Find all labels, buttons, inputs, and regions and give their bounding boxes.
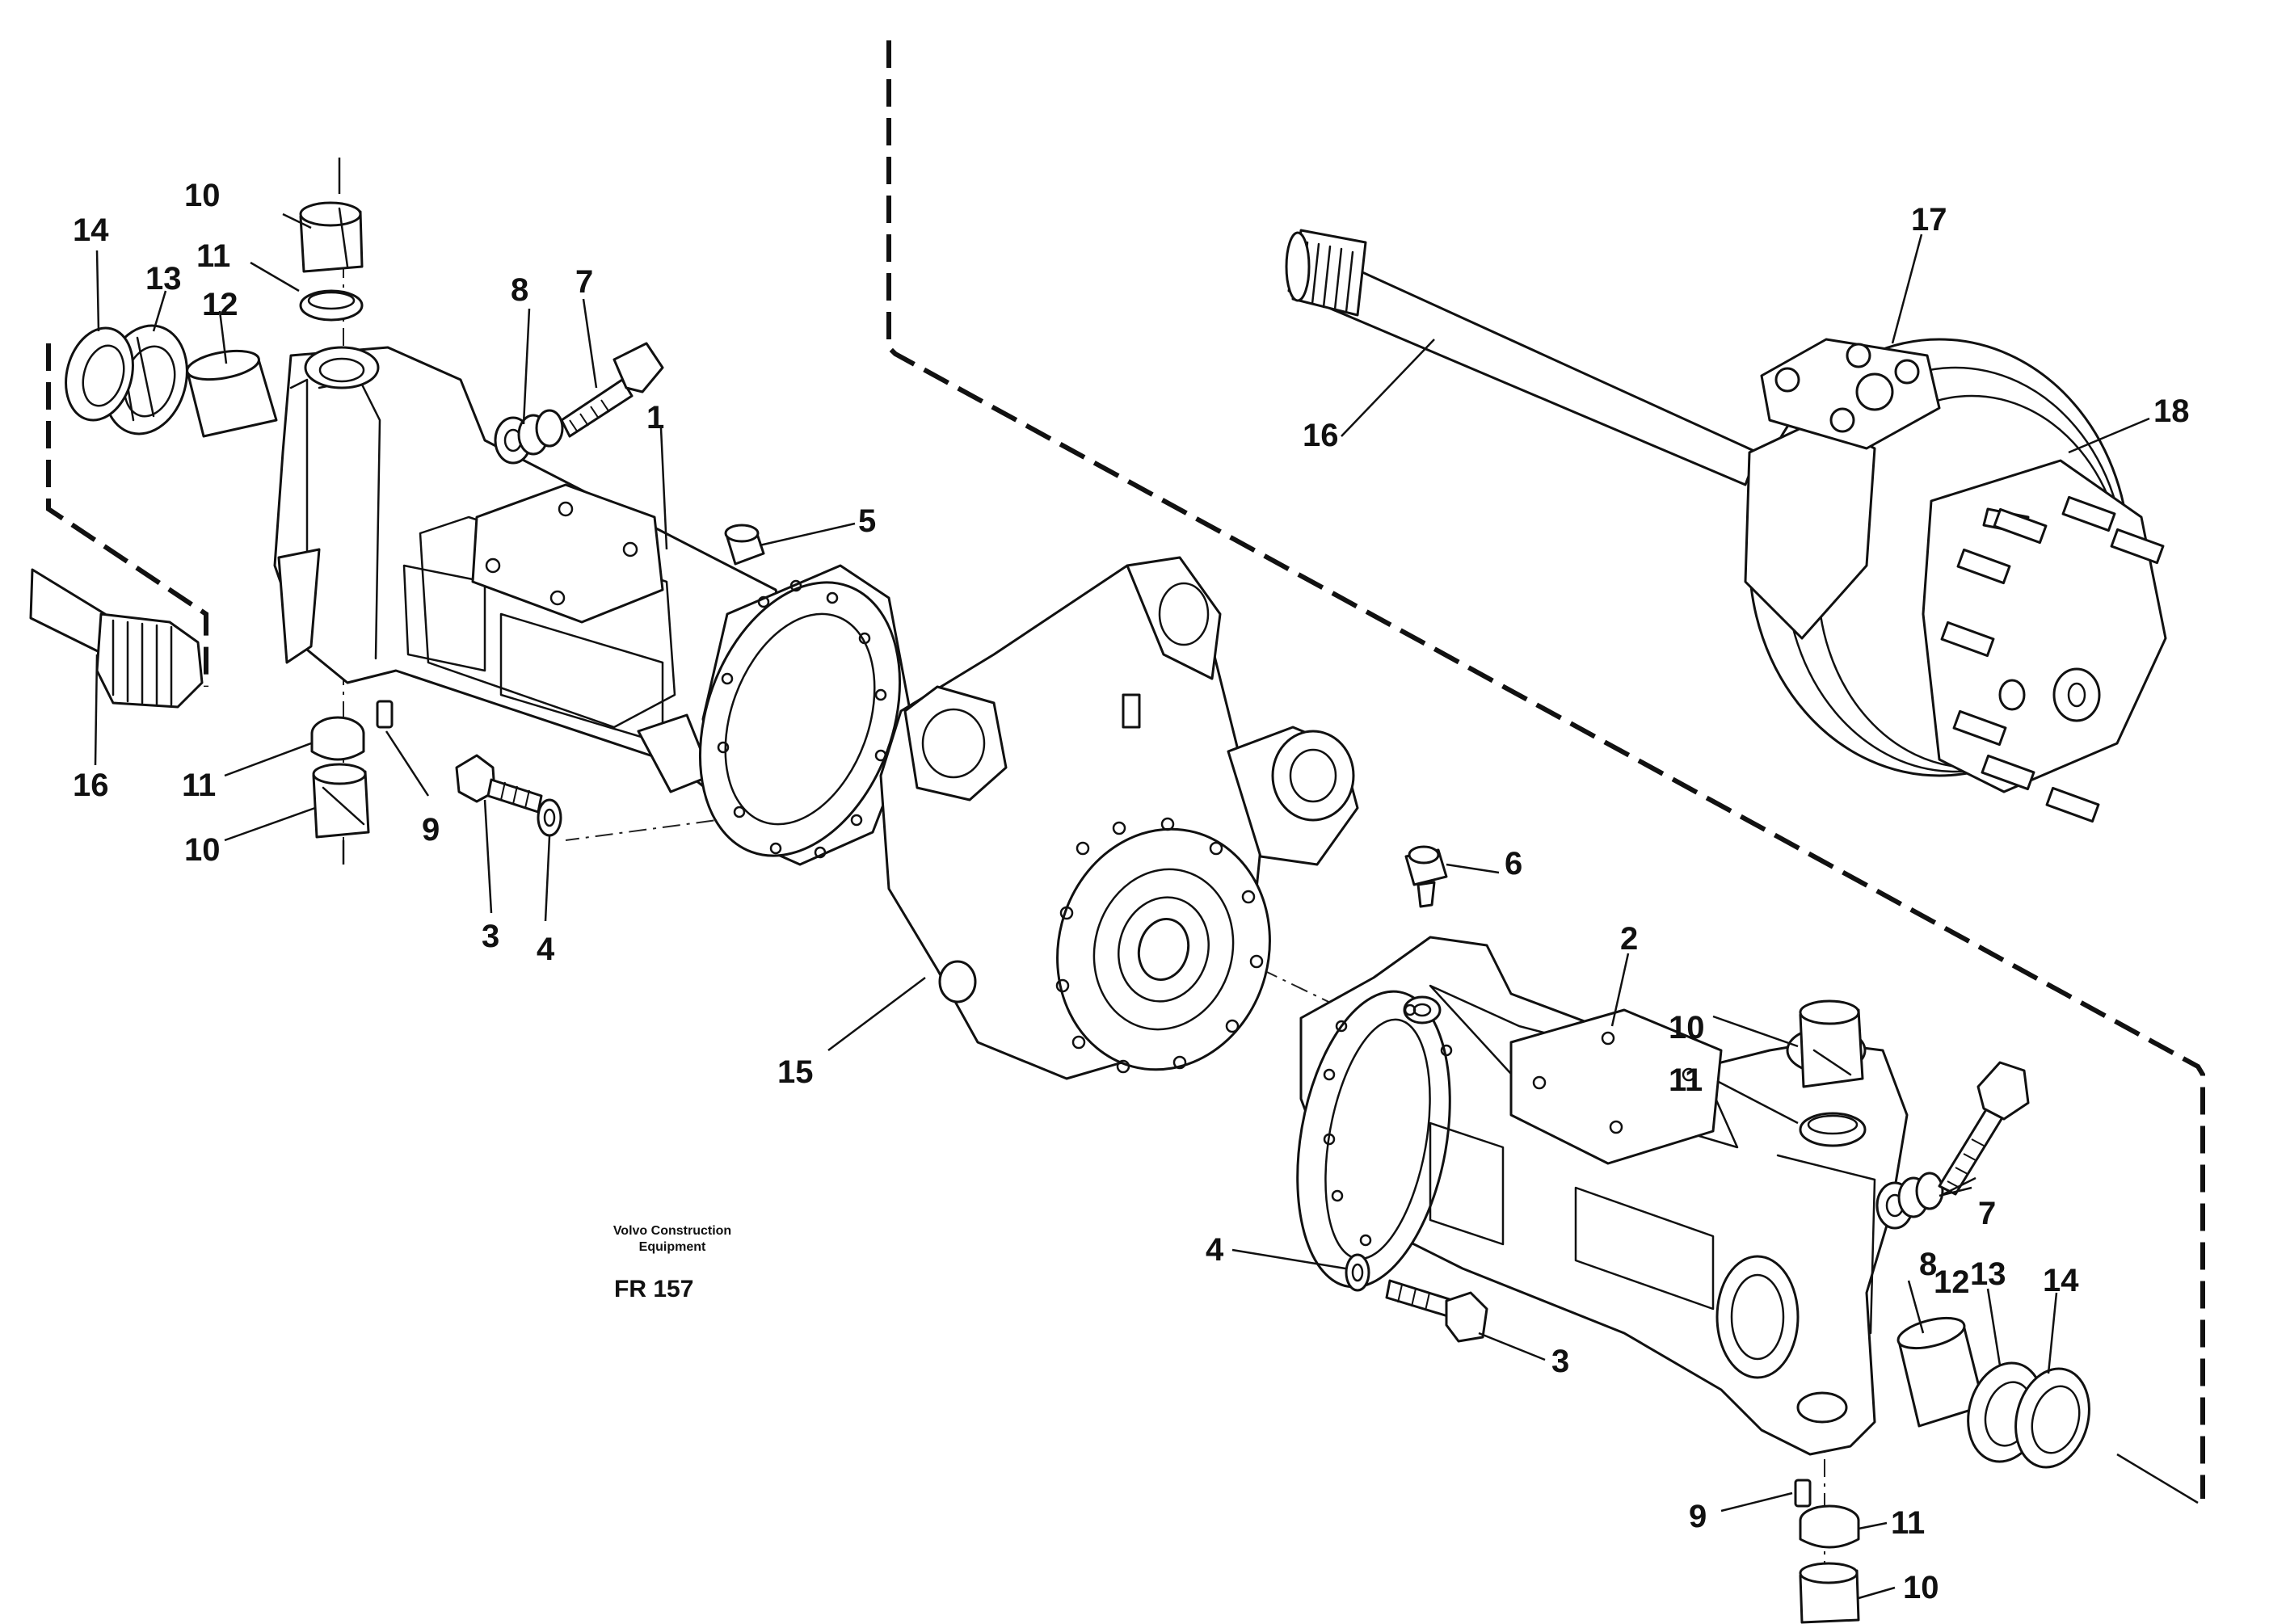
callout-4-right: 4 [1206, 1232, 1224, 1268]
callout-17: 17 [1911, 202, 1947, 238]
callout-11-top-left: 11 [196, 238, 230, 274]
publisher-note: Volvo Construction Equipment FR 157 [613, 1224, 731, 1302]
callout-7-left: 7 [575, 264, 593, 300]
callout-labels: 10 14 11 13 12 8 7 1 5 16 11 10 9 3 4 15… [73, 178, 2190, 1605]
callout-12-right: 12 [1934, 1264, 1970, 1300]
callout-11-bottom-left: 11 [182, 768, 216, 803]
callout-1: 1 [646, 400, 664, 435]
leader-lines [94, 212, 2199, 1600]
flange-bolt-holes-left [717, 579, 887, 859]
wheel-studs [1940, 495, 2165, 823]
figure-code: FR 157 [614, 1276, 693, 1302]
callout-13-right: 13 [1970, 1256, 2006, 1292]
callout-15: 15 [777, 1054, 814, 1090]
callout-6: 6 [1505, 846, 1522, 881]
callout-7-right: 7 [1978, 1196, 1996, 1231]
callout-11-top-right: 11 [1669, 1062, 1703, 1098]
callout-10-bottom-right: 10 [1903, 1570, 1939, 1605]
axle-housing-left [273, 346, 915, 866]
callout-10-top-right: 10 [1669, 1010, 1705, 1046]
callout-8-right: 8 [1919, 1247, 1937, 1282]
callout-11-bottom-right: 11 [1891, 1505, 1925, 1541]
callout-9-right: 9 [1689, 1499, 1707, 1534]
flange-bolt-holes-right [1323, 1003, 1453, 1247]
drive-shaft-top [1285, 229, 1759, 486]
callout-9-left: 9 [422, 812, 440, 848]
callout-3-right: 3 [1551, 1344, 1569, 1379]
callout-13-left: 13 [145, 261, 182, 297]
callout-10-bottom-left: 10 [184, 832, 221, 868]
callout-12-left: 12 [202, 287, 238, 322]
callout-8-left: 8 [511, 272, 528, 308]
callout-10-top-left: 10 [184, 178, 221, 213]
callout-16-left: 16 [73, 768, 109, 803]
left-side-small-parts [29, 158, 765, 865]
publisher-line-1: Volvo Construction [613, 1224, 731, 1238]
callout-5: 5 [858, 503, 876, 539]
differential-carrier [879, 556, 1359, 1080]
callout-16-top: 16 [1303, 418, 1339, 453]
axle-housing-right [1296, 936, 1909, 1456]
carrier-flange-holes [1055, 817, 1264, 1074]
wheel-hub-assembly [1744, 338, 2167, 823]
callout-14-left: 14 [73, 212, 109, 248]
callout-2: 2 [1620, 921, 1638, 957]
callout-4-left: 4 [537, 932, 555, 967]
publisher-line-2: Equipment [639, 1240, 706, 1254]
left-group-boundary-dashed [46, 343, 208, 687]
callout-18: 18 [2153, 393, 2190, 429]
callout-3-left: 3 [482, 919, 499, 954]
center-line-drain [565, 815, 748, 841]
group-boundary-dashed [886, 40, 2205, 1499]
callout-14-right: 14 [2043, 1263, 2079, 1298]
right-side-small-parts [1345, 845, 2090, 1624]
